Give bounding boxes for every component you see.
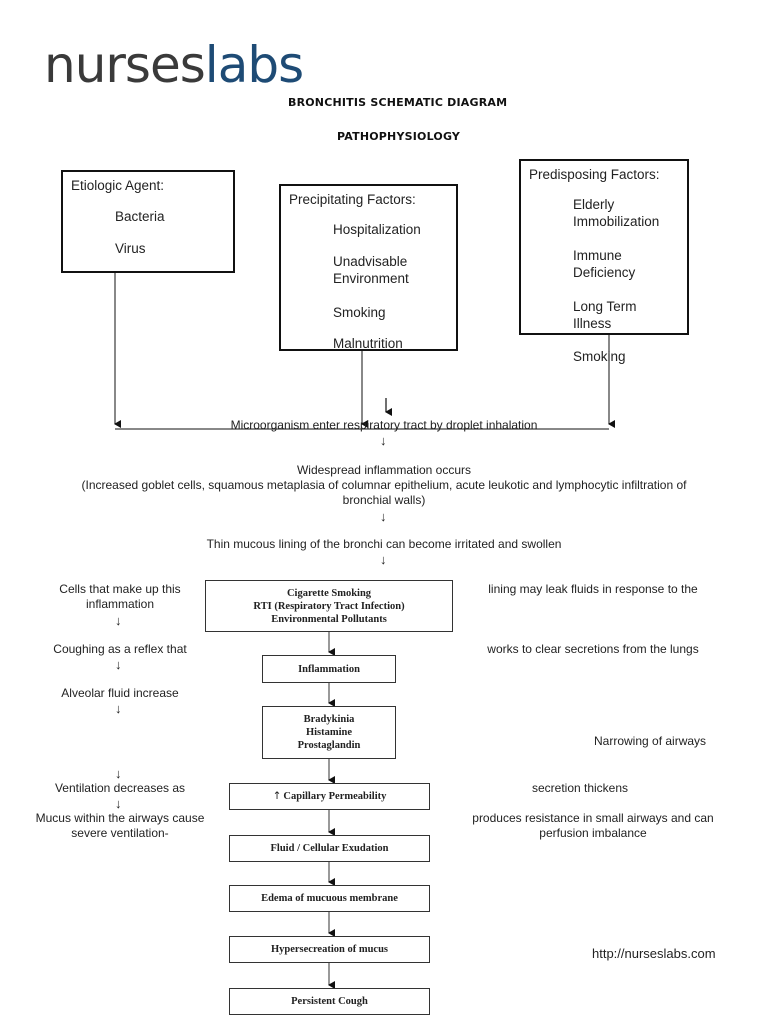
hypersecretion-box: Hypersecreation of mucus bbox=[229, 936, 430, 963]
capillary-permeability-label: Capillary Permeability bbox=[283, 791, 387, 802]
right-note-works: works to clear secretions from the lungs bbox=[487, 642, 699, 656]
inflammation-box: Inflammation bbox=[262, 655, 396, 683]
cause-item: RTI (Respiratory Tract Infection) bbox=[253, 600, 405, 612]
down-arrow: ↓ bbox=[115, 657, 122, 672]
down-arrow: ↓ bbox=[380, 509, 387, 524]
persistent-cough-label: Persistent Cough bbox=[291, 996, 368, 1007]
right-note-lining: lining may leak fluids in response to th… bbox=[488, 582, 698, 596]
mediator-item: Histamine bbox=[305, 727, 353, 738]
predisposing-item: Immune Deficiency bbox=[573, 248, 636, 280]
etiologic-agent-box: Etiologic Agent: Bacteria Virus bbox=[61, 170, 235, 273]
diagram-subtitle: PATHOPHYSIOLOGY bbox=[337, 130, 461, 143]
left-note-alveolar: Alveolar fluid increase bbox=[61, 686, 179, 700]
precipitating-factors-header: Precipitating Factors: bbox=[289, 192, 416, 207]
precipitating-item: Unadvisable Environment bbox=[333, 254, 409, 286]
down-arrow: ↓ bbox=[115, 613, 122, 628]
mediator-item: Prostaglandin bbox=[297, 740, 361, 751]
mediator-item: Bradykinia bbox=[303, 714, 355, 725]
thin-mucous-text: Thin mucous lining of the bronchi can be… bbox=[206, 537, 562, 551]
left-note-mucus: Mucus within the airways cause severe ve… bbox=[35, 811, 205, 840]
logo-part-labs: labs bbox=[204, 36, 304, 94]
logo-part-nurses: nurses bbox=[44, 36, 206, 94]
right-note-produces: produces resistance in small airways and… bbox=[472, 811, 714, 840]
diagram-title: BRONCHITIS SCHEMATIC DIAGRAM bbox=[288, 96, 508, 109]
right-note-narrowing: Narrowing of airways bbox=[594, 734, 707, 748]
causes-box: Cigarette Smoking RTI (Respiratory Tract… bbox=[205, 580, 453, 632]
precipitating-item: Malnutrition bbox=[333, 336, 403, 351]
right-note-secretion: secretion thickens bbox=[531, 781, 629, 795]
left-note-cells: Cells that make up this inflammation bbox=[59, 582, 181, 611]
down-arrow: ↓ bbox=[115, 766, 122, 781]
predisposing-item: Long Term Illness bbox=[573, 299, 637, 331]
predisposing-item: Elderly Immobilization bbox=[573, 197, 660, 229]
left-note-ventilation: Ventilation decreases as bbox=[54, 781, 186, 795]
precipitating-item: Smoking bbox=[333, 305, 386, 320]
precipitating-item: Hospitalization bbox=[333, 222, 421, 237]
left-note-coughing: Coughing as a reflex that bbox=[53, 642, 187, 656]
widespread-inflammation-text: Widespread inflammation occurs bbox=[296, 463, 472, 477]
persistent-cough-box: Persistent Cough bbox=[229, 988, 430, 1015]
down-arrow: ↓ bbox=[115, 796, 122, 811]
widespread-inflammation-detail: (Increased goblet cells, squamous metapl… bbox=[81, 478, 687, 507]
edema-box: Edema of mucuous membrane bbox=[229, 885, 430, 912]
down-arrow: ↓ bbox=[380, 433, 387, 448]
mediators-box: Bradykinia Histamine Prostaglandin bbox=[262, 706, 396, 759]
down-arrow: ↓ bbox=[380, 552, 387, 567]
predisposing-item: Smoking bbox=[573, 349, 626, 364]
fluid-exudation-label: Fluid / Cellular Exudation bbox=[270, 843, 389, 854]
edema-label: Edema of mucuous membrane bbox=[261, 893, 398, 904]
precipitating-factors-box: Precipitating Factors: bbox=[279, 184, 458, 351]
down-arrow: ↓ bbox=[115, 701, 122, 716]
etiologic-item: Bacteria bbox=[115, 209, 165, 224]
fluid-exudation-box: Fluid / Cellular Exudation bbox=[229, 835, 430, 862]
etiologic-agent-header: Etiologic Agent: bbox=[71, 178, 165, 193]
cause-item: Cigarette Smoking bbox=[286, 587, 372, 599]
predisposing-factors-header: Predisposing Factors: bbox=[529, 167, 660, 182]
capillary-permeability-box: ↑ Capillary Permeability bbox=[229, 783, 430, 810]
inflammation-label: Inflammation bbox=[298, 663, 360, 675]
nurseslabs-logo: nurseslabs bbox=[44, 40, 304, 90]
etiologic-item: Virus bbox=[115, 241, 146, 256]
hypersecretion-label: Hypersecreation of mucus bbox=[270, 944, 389, 955]
predisposing-factors-box: Predisposing Factors: bbox=[519, 159, 689, 335]
cause-item: Environmental Pollutants bbox=[271, 613, 387, 625]
up-arrow-icon: ↑ bbox=[272, 790, 282, 802]
microorganism-text: Microorganism enter respiratory tract by… bbox=[230, 418, 538, 432]
source-url: http://nurseslabs.com bbox=[592, 946, 716, 961]
